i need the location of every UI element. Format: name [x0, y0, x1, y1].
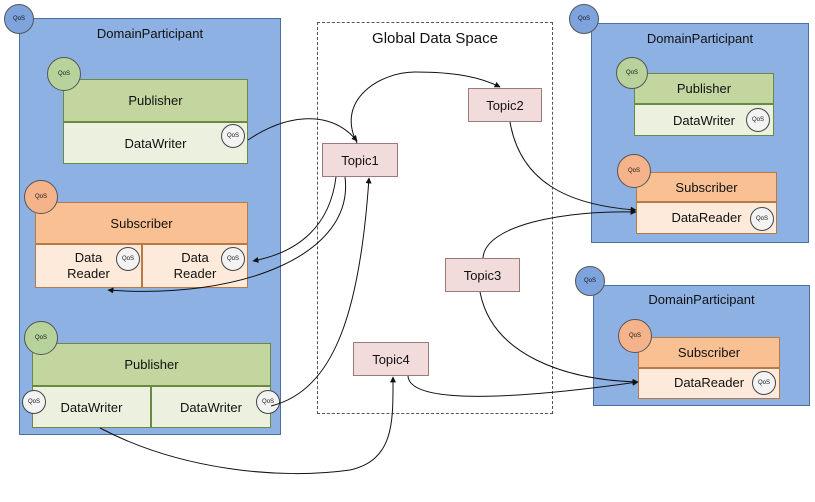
arrow-topic1-to-reader1	[107, 176, 347, 294]
qos-icon: QoS	[617, 154, 651, 188]
left-datawriter-3: DataWriter	[151, 386, 271, 428]
qos-icon: QoS	[750, 207, 774, 231]
qos-icon: QoS	[221, 247, 245, 271]
topic3: Topic3	[445, 258, 520, 292]
arrow-topic3-to-right-bottom-reader	[479, 291, 639, 385]
arrow-writer3-to-topic1	[270, 177, 372, 407]
topic1: Topic1	[322, 143, 398, 177]
left-datawriter-1: DataWriter	[63, 122, 248, 164]
qos-icon: QoS	[616, 57, 648, 89]
left-subscriber: Subscriber	[35, 202, 248, 244]
qos-icon: QoS	[24, 321, 58, 355]
qos-icon: QoS	[618, 319, 652, 353]
arrow-topic1-to-topic2	[350, 71, 501, 144]
qos-icon: QoS	[575, 266, 605, 296]
topic4: Topic4	[353, 342, 429, 376]
qos-icon: QoS	[752, 371, 776, 395]
arrow-writer1-to-topic1	[247, 118, 358, 142]
arrow-topic4-to-right-bottom-reader	[407, 375, 639, 397]
left-participant-title: DomainParticipant	[96, 26, 204, 41]
left-publisher-2: Publisher	[32, 343, 271, 386]
qos-icon: QoS	[116, 247, 140, 271]
right-top-publisher: Publisher	[634, 73, 774, 104]
arrow-writer2-to-topic4	[99, 376, 397, 475]
qos-icon: QoS	[47, 57, 81, 91]
global-data-space-title: Global Data Space	[372, 30, 498, 47]
qos-icon: QoS	[24, 180, 58, 214]
right-top-participant-title: DomainParticipant	[646, 31, 754, 46]
datareader-label: Data Reader	[67, 249, 110, 281]
qos-icon: QoS	[256, 390, 280, 414]
right-top-subscriber: Subscriber	[636, 172, 777, 202]
left-publisher-1: Publisher	[63, 79, 248, 122]
datareader-label: Data Reader	[173, 249, 217, 281]
arrow-topic1-to-reader2	[252, 176, 337, 263]
right-bottom-participant-title: DomainParticipant	[648, 292, 755, 307]
topic2: Topic2	[468, 88, 542, 122]
arrow-topic2-to-right-reader	[509, 121, 637, 213]
qos-icon: QoS	[4, 4, 34, 34]
qos-icon: QoS	[221, 124, 245, 148]
qos-icon: QoS	[746, 108, 770, 132]
qos-icon: QoS	[22, 390, 46, 414]
qos-icon: QoS	[569, 4, 599, 34]
arrow-topic3-to-right-top-reader	[482, 208, 637, 259]
